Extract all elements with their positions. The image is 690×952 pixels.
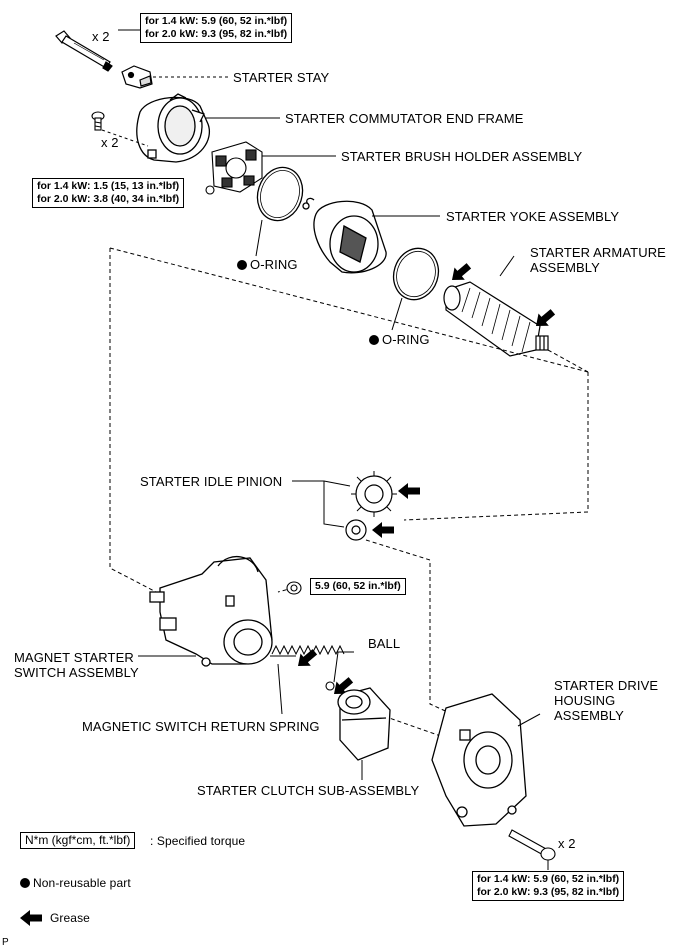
torque-line-1: for 1.4 kW: 1.5 (15, 13 in.*lbf) — [37, 180, 180, 192]
torque-line-1: for 1.4 kW: 5.9 (60, 52 in.*lbf) — [145, 15, 288, 27]
magnet-switch-part — [149, 555, 273, 667]
end-frame-screw — [91, 111, 105, 131]
torque-line-2: for 2.0 kW: 3.8 (40, 34 in.*lbf) — [37, 193, 180, 205]
torque-box-housing-bolt: for 1.4 kW: 5.9 (60, 52 in.*lbf) for 2.0… — [472, 871, 625, 901]
label-armature: STARTER ARMATURE ASSEMBLY — [530, 245, 666, 275]
clutch-part — [337, 687, 391, 761]
label-clutch: STARTER CLUTCH SUB-ASSEMBLY — [197, 783, 420, 798]
quantity-housing-bolt: x 2 — [558, 836, 576, 851]
label-ball: BALL — [368, 636, 401, 651]
magnet-switch-line-1: MAGNET STARTER — [14, 650, 134, 665]
drive-housing-line-3: ASSEMBLY — [554, 708, 624, 723]
non-reusable-dot-icon — [20, 878, 30, 888]
label-commutator-end-frame: STARTER COMMUTATOR END FRAME — [285, 111, 524, 126]
label-magnet-switch: MAGNET STARTER SWITCH ASSEMBLY — [14, 650, 139, 680]
return-spring-part — [271, 644, 345, 656]
terminal-nut — [286, 581, 302, 595]
magnet-switch-line-2: SWITCH ASSEMBLY — [14, 665, 139, 680]
o-ring-1-text: O-RING — [250, 257, 298, 272]
label-yoke: STARTER YOKE ASSEMBLY — [446, 209, 620, 224]
torque-line-2: for 2.0 kW: 9.3 (95, 82 in.*lbf) — [477, 886, 620, 898]
armature-line-1: STARTER ARMATURE — [530, 245, 666, 260]
label-brush-holder: STARTER BRUSH HOLDER ASSEMBLY — [341, 149, 583, 164]
quantity-stay-bolt: x 2 — [92, 29, 110, 44]
legend-grease: Grease — [50, 911, 90, 925]
torque-line-1: 5.9 (60, 52 in.*lbf) — [315, 580, 401, 592]
o-ring-2-text: O-RING — [382, 332, 430, 347]
label-return-spring: MAGNETIC SWITCH RETURN SPRING — [82, 719, 320, 734]
non-reusable-dot-icon — [237, 260, 247, 270]
o-ring-1-part — [256, 166, 304, 222]
legend-non-reusable-text: Non-reusable part — [33, 876, 131, 890]
corner-mark: P — [2, 937, 9, 948]
legend-torque-desc: : Specified torque — [150, 834, 246, 848]
torque-box-end-frame-screw: for 1.4 kW: 1.5 (15, 13 in.*lbf) for 2.0… — [32, 178, 185, 208]
drive-housing-part — [431, 693, 527, 827]
label-o-ring-2: O-RING — [369, 332, 430, 347]
label-starter-stay: STARTER STAY — [233, 70, 330, 85]
idle-pinion-small-part — [345, 519, 367, 541]
quantity-end-frame-screw: x 2 — [101, 135, 119, 150]
stay-bolt — [55, 30, 113, 72]
legend-non-reusable: Non-reusable part — [20, 876, 131, 891]
label-o-ring-1: O-RING — [237, 257, 298, 272]
armature-line-2: ASSEMBLY — [530, 260, 600, 275]
legend-torque-unit: N*m (kgf*cm, ft.*lbf) — [25, 833, 131, 847]
torque-line-1: for 1.4 kW: 5.9 (60, 52 in.*lbf) — [477, 873, 620, 885]
torque-box-terminal-nut: 5.9 (60, 52 in.*lbf) — [310, 578, 406, 595]
idle-pinion-large-part — [351, 471, 397, 517]
brush-holder-part — [205, 141, 263, 195]
torque-box-stay-bolt: for 1.4 kW: 5.9 (60, 52 in.*lbf) for 2.0… — [140, 13, 293, 43]
commutator-end-frame-part — [136, 93, 210, 163]
starter-stay-part — [121, 65, 153, 89]
label-drive-housing: STARTER DRIVE HOUSING ASSEMBLY — [554, 678, 658, 723]
label-idle-pinion: STARTER IDLE PINION — [140, 474, 283, 489]
housing-bolt — [508, 829, 556, 861]
ball-part — [325, 681, 335, 691]
non-reusable-dot-icon — [369, 335, 379, 345]
armature-part — [443, 281, 549, 357]
yoke-part — [302, 197, 387, 274]
o-ring-2-part — [392, 247, 440, 301]
drive-housing-line-1: STARTER DRIVE — [554, 678, 659, 693]
torque-line-2: for 2.0 kW: 9.3 (95, 82 in.*lbf) — [145, 28, 288, 40]
legend-torque-unit-box: N*m (kgf*cm, ft.*lbf) — [20, 832, 136, 849]
drive-housing-line-2: HOUSING — [554, 693, 616, 708]
